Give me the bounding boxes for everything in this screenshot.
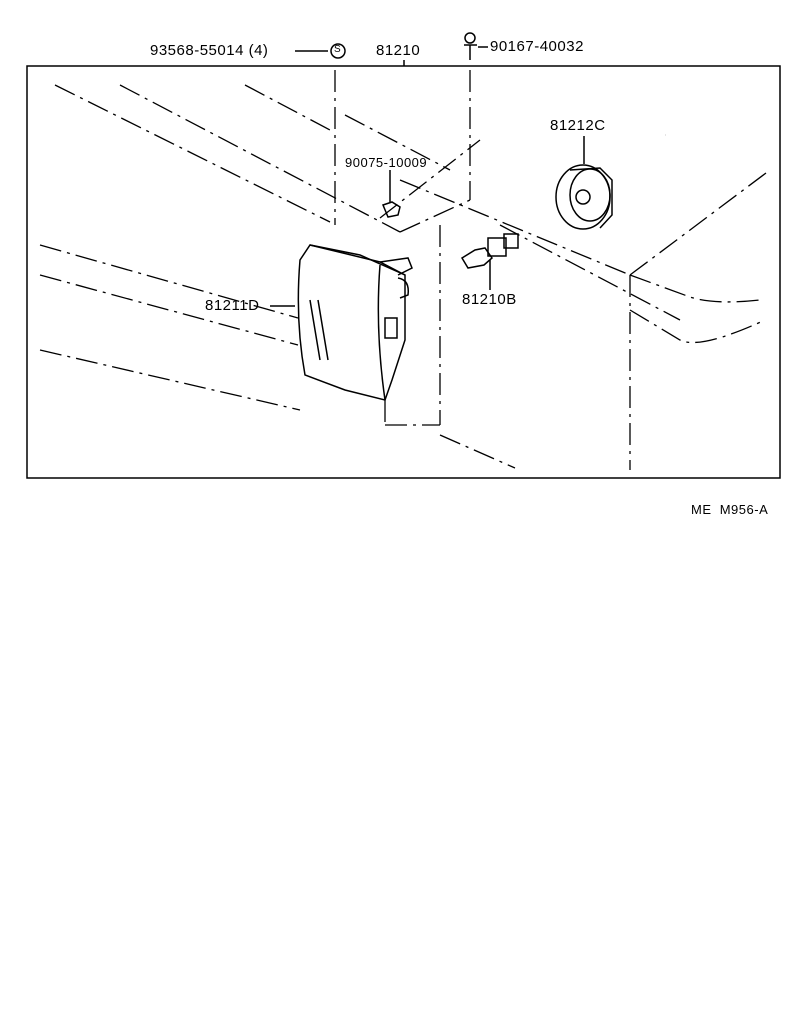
label-81212C: 81212C (550, 117, 606, 134)
label-81210B: 81210B (462, 291, 517, 308)
reference-code: ME M956-A (691, 502, 769, 517)
nut-icon (381, 170, 401, 218)
label-93568-55014: 93568-55014 (4) (150, 42, 269, 59)
label-81210: 81210 (376, 42, 421, 59)
clip-symbol-label: S (334, 44, 342, 55)
label-90075-10009: 90075-10009 (345, 155, 428, 170)
socket-81212C (555, 136, 613, 230)
lens-housing-81211D (270, 244, 413, 401)
bulb-81210B (460, 233, 519, 290)
label-90167-40032: 90167-40032 (490, 38, 584, 55)
clip-symbol-icon (330, 43, 346, 59)
screw-icon (464, 32, 477, 60)
label-81211D: 81211D (205, 297, 260, 314)
